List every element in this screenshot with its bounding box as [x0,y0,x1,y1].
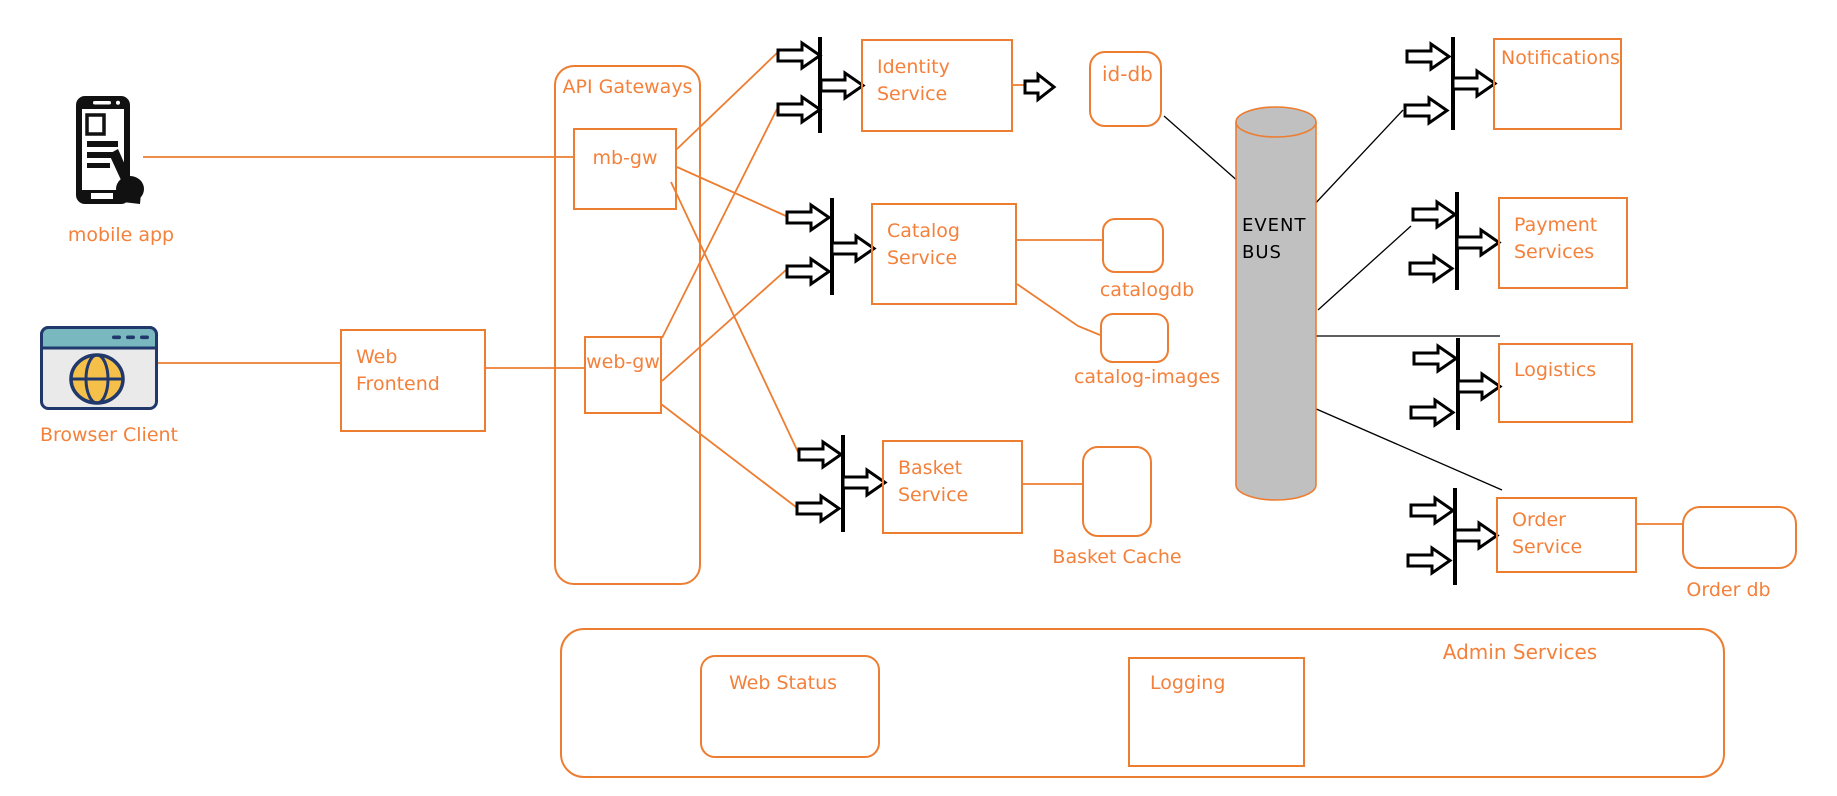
connector-catalog-to-images [1016,283,1101,336]
payment-services-box: Payment Services [1498,197,1628,289]
basket-service-label: Basket Service [898,457,969,506]
order-db-box [1682,506,1797,569]
mobile-app-label: mobile app [67,224,175,246]
basket-cache-label: Basket Cache [1052,546,1182,568]
browser-globe-icon [40,326,158,410]
black-connectors [1163,109,1503,491]
block-arrow-icon [797,440,843,469]
logistics-label: Logistics [1514,359,1597,381]
block-arrow-icon [1409,496,1455,525]
orange-connectors [143,52,1682,525]
web-status-box: Web Status [700,655,880,758]
order-service-box: Order Service [1496,497,1637,573]
identity-service-box: Identity Service [861,39,1013,132]
block-arrow-icon [1409,398,1455,427]
logging-label: Logging [1150,672,1226,694]
smartphone-tap-icon [76,96,144,204]
order-db-label: Order db [1686,579,1771,601]
logistics-box: Logistics [1498,343,1633,423]
block-arrow-icon [1023,73,1056,101]
block-arrow-icon [1456,372,1502,401]
block-arrow-icon [1453,521,1499,550]
block-arrow-icon [1412,344,1458,373]
block-arrow-icon [776,95,822,124]
block-arrow-icon [1405,42,1451,71]
connector-bus-to-order [1313,407,1503,491]
web-frontend-box: Web Frontend [340,329,486,432]
block-arrow-icon [841,468,887,497]
mb-gw-box: mb-gw [573,128,677,210]
basket-service-box: Basket Service [882,440,1023,534]
browser-client-label: Browser Client [39,424,179,446]
block-arrow-icon [785,257,831,286]
block-arrow-icon [1411,200,1457,229]
block-arrow-icon [795,494,841,523]
block-arrow-icon [785,203,831,232]
mb-gw-label: mb-gw [592,147,658,169]
web-gw-box: web-gw [584,336,662,414]
web-gw-label: web-gw [586,351,660,373]
block-arrow-icon [1455,228,1501,257]
admin-services-label: Admin Services [1442,640,1598,664]
web-status-label: Web Status [729,672,838,694]
connector-iddb-to-bus [1163,115,1241,184]
id-db-box: id-db [1089,51,1162,127]
logging-box: Logging [1128,657,1305,767]
catalog-service-box: Catalog Service [871,203,1017,305]
catalog-images-box [1100,313,1169,363]
admin-services-container [560,628,1725,778]
connector-bus-to-payment [1317,225,1412,311]
api-gateways-container [554,65,701,585]
catalogdb-label: catalogdb [1099,279,1195,301]
block-arrow-icon [776,41,822,70]
connector-bus-to-notifications [1311,109,1404,208]
event-bus-label: EVENT BUS [1242,215,1307,263]
payment-services-label: Payment Services [1514,214,1598,263]
connector-webgw-to-basket [660,403,797,508]
id-db-label: id-db [1102,62,1153,86]
block-arrow-icon [819,71,865,100]
notifications-box: Notifications [1493,38,1622,130]
block-arrow-icon [1406,546,1452,575]
order-service-label: Order Service [1512,509,1583,558]
block-arrow-icon [830,234,876,263]
catalog-service-label: Catalog Service [887,220,960,269]
web-frontend-label: Web Frontend [356,346,440,395]
connector-mbgw-to-catalog [676,166,787,217]
block-arrow-icon [1451,69,1497,98]
catalog-images-label: catalog-images [1073,366,1221,388]
cylinder-icon [1235,106,1317,501]
basket-cache-box [1082,446,1152,537]
block-arrow-icon [1408,254,1454,283]
connector-mbgw-to-identity [676,52,778,150]
notifications-label: Notifications [1501,47,1620,69]
identity-service-label: Identity Service [877,56,950,105]
connector-webgw-to-identity [661,108,778,339]
block-arrow-icon [1403,96,1449,125]
connector-webgw-to-catalog [661,269,787,382]
catalogdb-box [1102,218,1164,273]
api-gateways-label: API Gateways [562,76,693,98]
